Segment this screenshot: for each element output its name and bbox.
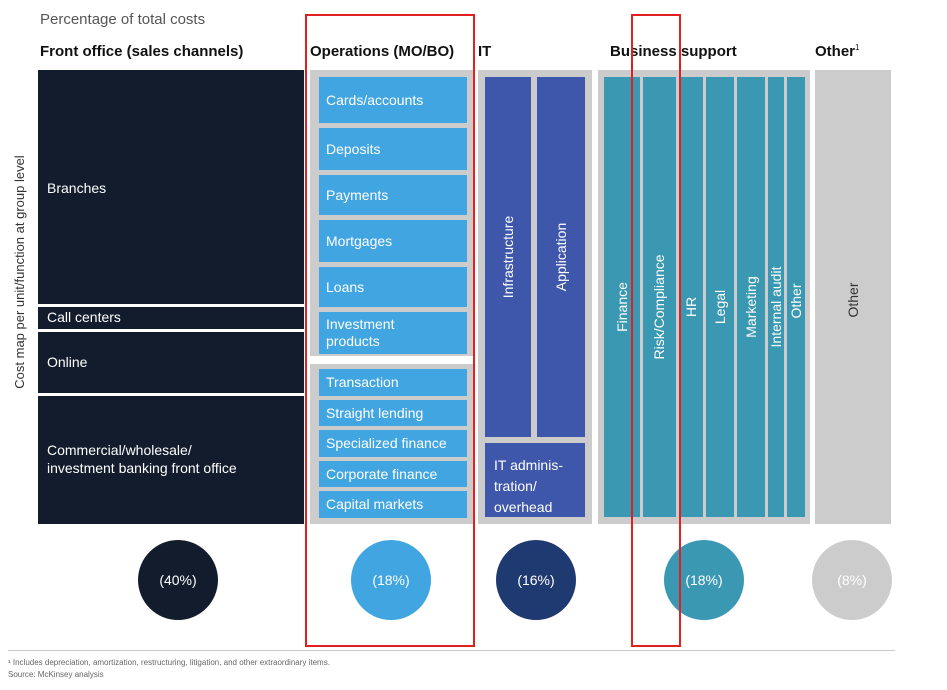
ops-divider: [310, 356, 473, 364]
header-it: IT: [478, 43, 492, 60]
front-office-percent-circle: (40%): [138, 540, 218, 620]
header-front-office: Front office (sales channels): [40, 43, 244, 60]
segment-commercial: Commercial/wholesale/ investment banking…: [38, 396, 304, 524]
ops-item-label: Deposits: [326, 140, 381, 157]
percent-label: (18%): [685, 572, 723, 588]
it-panel: Infrastructure Application IT adminis- t…: [478, 70, 592, 524]
percent-label: (40%): [159, 572, 197, 588]
operations-panel: Cards/accounts Deposits Payments Mortgag…: [310, 70, 473, 524]
bs-column-label: HR: [683, 296, 699, 318]
it-column-label: Application: [553, 222, 569, 292]
segment-online-label: Online: [47, 354, 88, 370]
operations-percent-circle: (18%): [351, 540, 431, 620]
other-percent-circle: (8%): [812, 540, 892, 620]
bs-column-marketing: Marketing: [737, 77, 765, 517]
bs-column-label: Legal: [712, 289, 728, 325]
it-admin-box: IT adminis- tration/ overhead: [485, 443, 585, 517]
ops-item-straight-lending: Straight lending: [319, 400, 467, 426]
bs-column-hr: HR: [679, 77, 703, 517]
it-column-infrastructure: Infrastructure: [485, 77, 531, 437]
ops-item-label: Loans: [326, 278, 365, 295]
bs-column-finance: Finance: [604, 77, 640, 517]
segment-commercial-label: Commercial/wholesale/ investment banking…: [47, 442, 237, 476]
percent-label: (16%): [517, 572, 555, 588]
business-support-percent-circle: (18%): [664, 540, 744, 620]
it-column-application: Application: [537, 77, 585, 437]
ops-item-label: Investment products: [326, 316, 395, 349]
bs-column-risk-compliance: Risk/Compliance: [643, 77, 676, 517]
chart-subtitle: Percentage of total costs: [40, 11, 206, 28]
ops-item-label: Capital markets: [326, 496, 424, 512]
ops-item-label: Mortgages: [326, 232, 393, 249]
business-support-panel: Finance Risk/Compliance HR Legal Marketi…: [598, 70, 810, 524]
bs-column-legal: Legal: [706, 77, 734, 517]
source-note: Source: McKinsey analysis: [8, 670, 104, 679]
front-office-panel: Branches Call centers Online Commercial/…: [38, 70, 304, 524]
ops-item-label: Straight lending: [326, 404, 424, 421]
ops-item-label: Transaction: [326, 374, 399, 390]
bs-column-label: Marketing: [743, 276, 759, 338]
ops-item-corporate-finance: Corporate finance: [319, 461, 467, 487]
bs-column-other: Other: [787, 77, 805, 517]
bs-column-internal-audit: Internal audit: [768, 77, 784, 517]
segment-divider: [38, 393, 304, 396]
highlight-box-operations: [305, 14, 475, 647]
segment-divider: [38, 304, 304, 307]
footer-divider: [8, 650, 895, 651]
header-business-support: Business support: [610, 43, 737, 60]
it-percent-circle: (16%): [496, 540, 576, 620]
ops-item-label: Corporate finance: [326, 465, 438, 482]
header-other-label: Other: [815, 43, 856, 60]
segment-online: Online: [38, 332, 304, 393]
bs-column-label: Finance: [614, 282, 630, 332]
ops-item-loans: Loans: [319, 267, 467, 307]
segment-call-centers-label: Call centers: [47, 309, 121, 325]
it-column-label: Infrastructure: [500, 215, 516, 299]
ops-item-payments: Payments: [319, 175, 467, 215]
percent-label: (8%): [837, 572, 867, 588]
ops-item-investment-products: Investment products: [319, 312, 467, 354]
it-admin-label: IT adminis- tration/ overhead: [494, 457, 563, 515]
other-panel: Other: [815, 70, 891, 524]
ops-item-capital-markets: Capital markets: [319, 491, 467, 518]
percent-label: (18%): [372, 572, 410, 588]
highlight-box-risk-compliance: [631, 14, 681, 647]
ops-item-label: Cards/accounts: [326, 91, 424, 108]
ops-item-label: Specialized finance: [326, 435, 447, 451]
footnote-marker: 1: [855, 43, 860, 52]
y-axis-label: Cost map per unit/function at group leve…: [12, 155, 27, 389]
segment-call-centers: Call centers: [38, 307, 304, 329]
ops-item-label: Payments: [326, 186, 389, 203]
bs-column-label: Other: [788, 283, 804, 319]
other-label: Other: [845, 282, 861, 318]
ops-item-specialized-finance: Specialized finance: [319, 430, 467, 457]
ops-item-deposits: Deposits: [319, 128, 467, 170]
header-operations: Operations (MO/BO): [310, 43, 455, 60]
footnote: ¹ Includes depreciation, amortization, r…: [8, 658, 330, 667]
segment-branches: Branches: [38, 70, 304, 304]
ops-item-mortgages: Mortgages: [319, 220, 467, 262]
ops-item-transaction: Transaction: [319, 369, 467, 396]
bs-column-label: Internal audit: [768, 266, 784, 348]
segment-divider: [38, 329, 304, 332]
segment-branches-label: Branches: [47, 180, 107, 196]
header-other: Other1: [815, 43, 859, 60]
ops-item-cards-accounts: Cards/accounts: [319, 77, 467, 123]
